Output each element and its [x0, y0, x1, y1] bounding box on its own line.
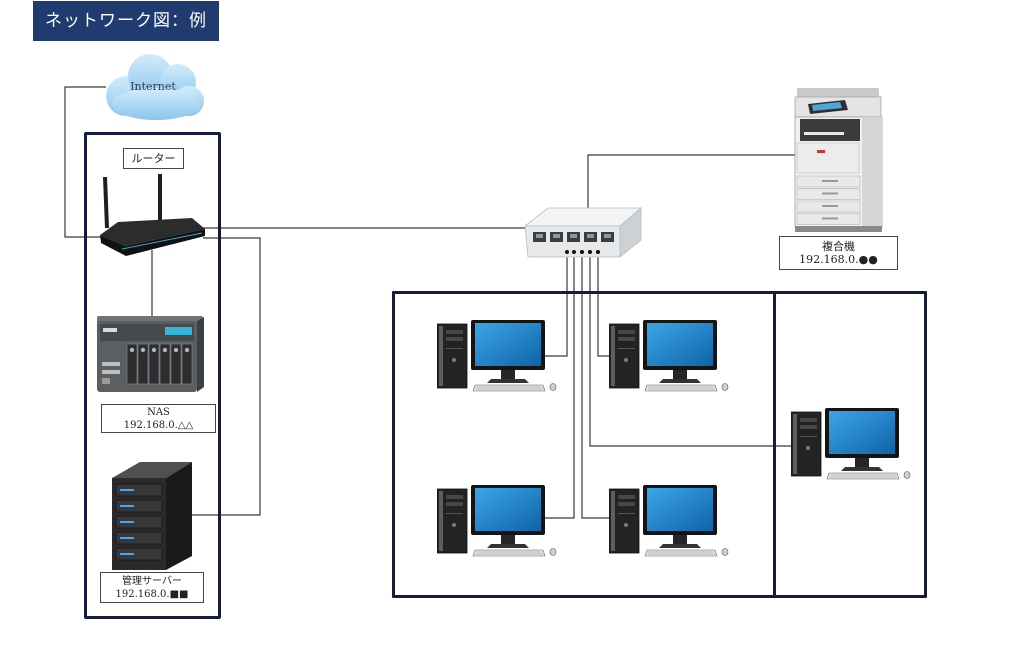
printer-name: 複合機: [822, 240, 855, 253]
printer-label: 複合機 192.168.0.●●: [779, 236, 898, 270]
printer-icon: [794, 88, 883, 232]
cloud-icon: [106, 54, 204, 120]
server-name: 管理サーバー: [122, 576, 182, 587]
server-group-box: [84, 132, 221, 619]
switch-icon: [523, 207, 643, 258]
link-switch-pc-2: [597, 252, 609, 357]
nas-ip: 192.168.0.△△: [123, 420, 194, 431]
internet-label: Internet: [130, 80, 176, 93]
nas-icon: [97, 316, 204, 392]
link-switch-printer: [587, 154, 795, 209]
printer-ip: 192.168.0.●●: [799, 253, 878, 266]
connection-lines: [64, 86, 795, 519]
link-switch-pc-3: [545, 252, 575, 519]
link-switch-pc-1: [545, 252, 568, 357]
nas-name: NAS: [147, 407, 170, 418]
server-icon: [112, 462, 192, 570]
link-switch-pc-5: [589, 252, 791, 447]
router-label: ルーター: [123, 148, 184, 169]
group-divider: [773, 291, 776, 598]
nas-label: NAS 192.168.0.△△: [101, 404, 216, 433]
page-title: ネットワーク図：例: [33, 1, 219, 41]
server-label: 管理サーバー 192.168.0.■■: [100, 572, 204, 603]
link-router-server: [192, 237, 261, 516]
router-icon: [100, 174, 205, 256]
server-ip: 192.168.0.■■: [115, 589, 189, 600]
link-switch-pc-4: [581, 252, 609, 519]
client-pc-group-box: [392, 291, 927, 598]
